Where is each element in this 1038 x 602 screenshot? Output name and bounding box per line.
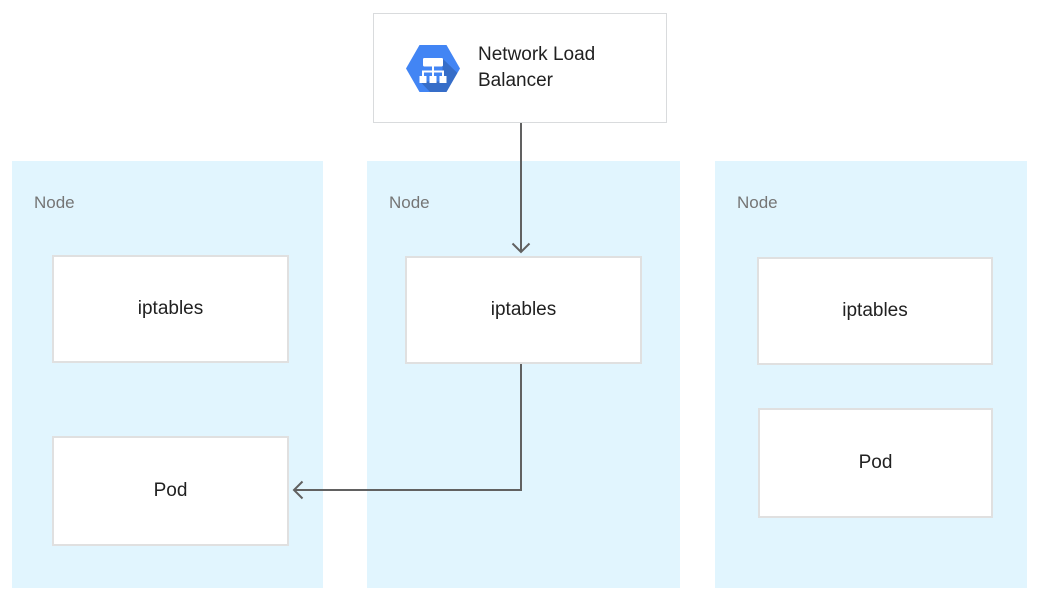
node-panel-3: Node iptables Pod xyxy=(715,161,1027,588)
node-panel-2: Node iptables xyxy=(367,161,680,588)
node-1-iptables-box: iptables xyxy=(52,255,289,363)
network-load-balancer-label: Network Load Balancer xyxy=(478,44,596,91)
network-load-balancer-icon xyxy=(406,44,460,92)
node-2-iptables-box: iptables xyxy=(405,256,642,364)
node-3-iptables-box: iptables xyxy=(757,257,993,365)
node-3-pod-box: Pod xyxy=(758,408,993,518)
node-1-label: Node xyxy=(34,193,75,212)
node-panel-1: Node iptables Pod xyxy=(12,161,323,588)
network-load-balancer-box: Network Load Balancer xyxy=(373,13,667,123)
node-1-pod-box: Pod xyxy=(52,436,289,546)
node-2-label: Node xyxy=(389,193,430,212)
node-3-label: Node xyxy=(737,193,778,212)
